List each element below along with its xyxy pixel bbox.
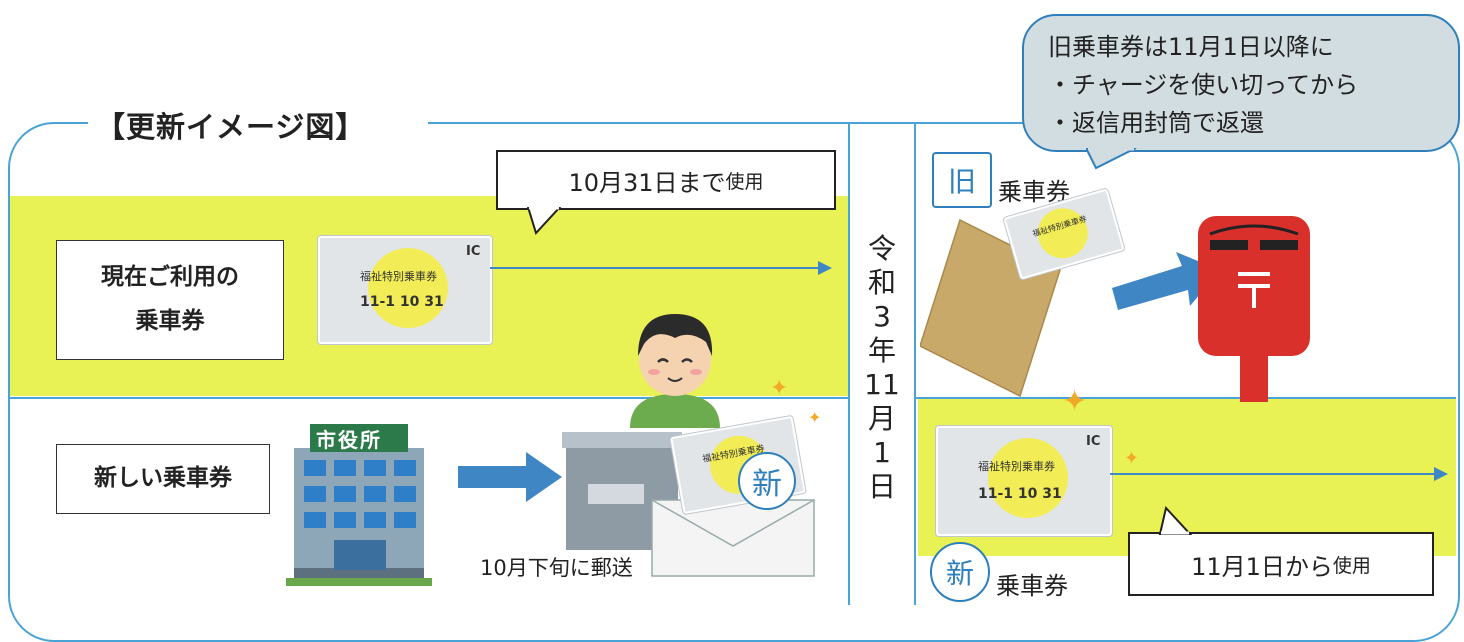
sparkle-icon: ✦ xyxy=(770,376,789,401)
ticket-title: 福祉特別乗車券 xyxy=(360,270,437,283)
row-divider-left xyxy=(10,397,848,399)
return-item-1: ・チャージを使い切ってから xyxy=(1048,71,1359,99)
new-ticket-card: 福祉特別乗車券 11-1 10 31 IC xyxy=(936,426,1112,536)
date-char: 年 xyxy=(867,334,896,367)
date-char: 日 xyxy=(867,470,896,503)
return-instructions-bubble: 旧乗車券は11月1日以降に ・チャージを使い切ってから ・返信用封筒で返還 xyxy=(1022,14,1460,152)
callout-from-suffix: 使用 xyxy=(1332,554,1371,577)
new-ticket-ic-mark: IC xyxy=(1086,434,1101,449)
callout-until-oct31: 10月31日まで使用 xyxy=(496,150,836,210)
date-char: 令 xyxy=(867,232,896,265)
mail-drop-box xyxy=(562,432,682,550)
callout-until-text: 10月31日まで xyxy=(568,168,726,197)
new-ticket-dates: 11-1 10 31 xyxy=(978,486,1062,502)
city-hall-sign: 市役所 xyxy=(316,428,382,452)
date-char: 和 xyxy=(867,266,896,299)
current-ticket-arrow xyxy=(490,261,832,275)
heading: 【更新イメージ図】 xyxy=(96,110,366,144)
date-char: 11 xyxy=(864,368,900,401)
new-ticket-title: 福祉特別乗車券 xyxy=(978,460,1055,473)
ticket-disc xyxy=(368,248,448,328)
date-char: 1 xyxy=(873,436,891,469)
return-item-2: ・返信用封筒で返還 xyxy=(1048,109,1264,137)
sparkle-icon: ✦ xyxy=(1124,448,1140,469)
column-divider-1 xyxy=(848,122,850,605)
date-char: 3 xyxy=(873,300,891,333)
ticket-disc xyxy=(988,438,1068,518)
mail-note: 10月下旬に郵送 xyxy=(480,556,633,580)
sparkle-icon: ✦ xyxy=(1062,384,1088,419)
column-divider-2 xyxy=(914,122,916,605)
current-ticket-card: 福祉特別乗車券 11-1 10 31 IC xyxy=(318,236,492,344)
date-char: 月 xyxy=(867,402,896,435)
person-illustration xyxy=(630,314,720,428)
callout-from-text: 11月1日から xyxy=(1191,552,1333,581)
callout-until-suffix: 使用 xyxy=(725,170,764,193)
new-ticket-arrow xyxy=(1110,467,1448,481)
current-label-line-1: 現在ご利用の xyxy=(101,264,239,291)
old-badge: 旧 xyxy=(932,152,992,208)
post-box-icon xyxy=(1198,216,1310,402)
row-divider-right xyxy=(916,397,1456,399)
new-badge: 新 xyxy=(930,542,990,602)
callout-until-tail xyxy=(526,207,562,235)
callout-from-nov1: 11月1日から使用 xyxy=(1128,532,1434,596)
heading-gap xyxy=(88,110,428,134)
switch-date-vertical: 令 和 3 年 11 月 1 日 xyxy=(856,232,908,504)
current-ticket-label: 現在ご利用の 乗車券 xyxy=(56,240,284,360)
new-ticket-label-text: 乗車券 xyxy=(996,572,1068,600)
delivery-arrow xyxy=(458,452,562,502)
return-arrow xyxy=(1112,252,1220,310)
current-label-line-2: 乗車券 xyxy=(135,308,205,334)
ticket-ic-mark: IC xyxy=(466,244,481,259)
city-hall-illustration xyxy=(286,424,432,586)
callout-from-tail xyxy=(1158,506,1193,535)
new-badge-mail: 新 xyxy=(738,452,796,510)
ticket-dates: 11-1 10 31 xyxy=(360,294,444,310)
new-ticket-label: 新しい乗車券 xyxy=(56,444,270,514)
bubble-tail xyxy=(1086,148,1137,170)
return-title: 旧乗車券は11月1日以降に xyxy=(1048,33,1334,61)
sparkle-icon: ✦ xyxy=(808,408,822,427)
